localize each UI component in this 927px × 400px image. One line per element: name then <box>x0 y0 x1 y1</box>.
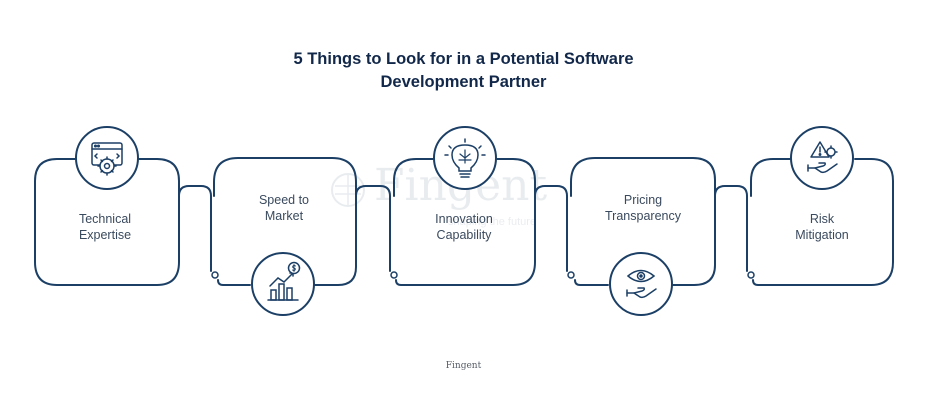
card-label-technical-expertise: Technical Expertise <box>45 212 165 243</box>
card-1-border <box>34 158 180 286</box>
card-label-pricing-transparency: Pricing Transparency <box>583 193 703 224</box>
card-1-line-1: Technical <box>78 212 132 226</box>
connector-2-3 <box>355 185 391 272</box>
card-2-line-2: Market <box>264 208 304 223</box>
card-5-line-1: Risk <box>809 212 835 226</box>
card-4-border <box>570 157 716 286</box>
card-3-line-2: Capability <box>436 227 492 242</box>
icon-circle-4 <box>609 252 673 316</box>
card-5-line-2: Mitigation <box>795 227 849 242</box>
watermark-tagline: shaping the future <box>448 216 537 228</box>
card-label-risk-mitigation: Risk Mitigation <box>762 212 882 243</box>
connector-dot-2 <box>390 271 398 279</box>
connector-3-4 <box>534 185 568 272</box>
footer-brand: Fingent <box>445 361 482 371</box>
card-4-line-2: Transparency <box>605 208 681 223</box>
connector-4-5 <box>714 185 748 272</box>
connector-dot-1 <box>211 271 219 279</box>
card-label-speed-to-market: Speed to Market <box>224 193 344 224</box>
card-3-line-1: Innovation <box>435 212 493 226</box>
page-title: 5 Things to Look for in a Potential Soft… <box>0 48 927 94</box>
title-line-2: Development Partner <box>380 73 547 91</box>
lightbulb-icon <box>444 138 486 178</box>
card-2-border <box>213 157 357 286</box>
card-2-line-1: Speed to <box>258 193 310 207</box>
card-3-border <box>393 158 536 286</box>
warning-hand-icon <box>807 141 838 174</box>
chart-dollar-icon <box>267 261 301 301</box>
eye-hand-icon <box>626 269 657 299</box>
title-line-1: 5 Things to Look for in a Potential Soft… <box>293 50 634 68</box>
connector-dot-3 <box>567 271 575 279</box>
icon-circle-5 <box>790 126 854 190</box>
connector-1-2 <box>178 185 212 272</box>
card-label-innovation-capability: Innovation Capability <box>404 212 524 243</box>
gear-code-icon <box>91 142 123 176</box>
card-5-border <box>750 158 894 286</box>
card-4-line-1: Pricing <box>623 193 663 207</box>
connector-dot-4 <box>747 271 755 279</box>
card-1-line-2: Expertise <box>78 227 132 242</box>
